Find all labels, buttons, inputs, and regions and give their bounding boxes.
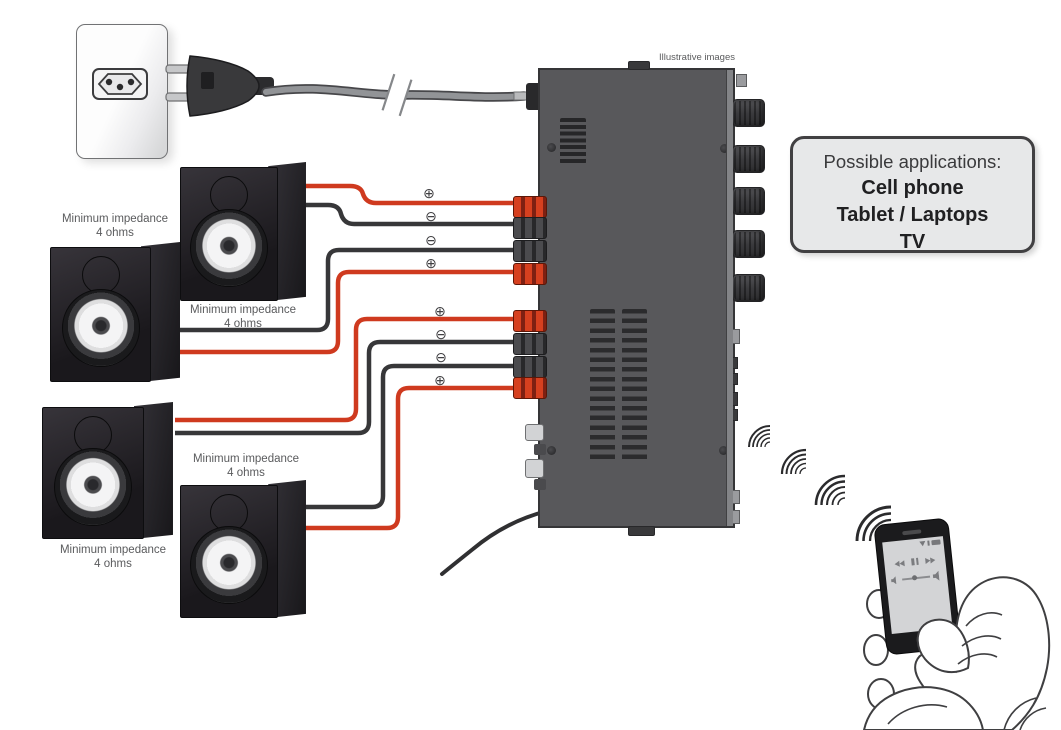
antenna-wire — [440, 509, 549, 576]
wave-group-2 — [780, 448, 807, 475]
socket-hole — [127, 78, 135, 86]
rca-jack — [525, 459, 544, 478]
speaker-front — [180, 166, 279, 301]
woofer — [61, 289, 140, 368]
speaker-terminal-positive — [513, 263, 547, 285]
finger-crease — [961, 635, 1002, 647]
screw — [547, 446, 556, 455]
wave-group-1 — [748, 425, 771, 448]
amplifier — [513, 61, 765, 536]
wire-positive-3 — [175, 316, 518, 423]
volume-knob — [732, 99, 765, 127]
speaker-front — [180, 484, 279, 618]
possible-applications-box: Possible applications: Cell phone Tablet… — [790, 136, 1035, 253]
speaker-front — [42, 406, 145, 539]
applications-title: Possible applications: — [823, 151, 1002, 172]
polarity-minus-icon: ⊖ — [425, 208, 437, 224]
speaker-center-bottom — [180, 480, 306, 618]
volume-knob — [732, 187, 765, 215]
finger-crease — [957, 653, 998, 665]
screw — [720, 144, 729, 153]
speaker-front — [50, 246, 152, 382]
thumb — [916, 618, 970, 674]
speaker-left-top — [50, 242, 180, 382]
application-item: Cell phone — [861, 177, 964, 199]
illustrative-images-note: Illustrative images — [658, 52, 735, 63]
wire-positive-1 — [303, 183, 518, 206]
wrist-line — [1003, 697, 1037, 730]
socket-hole — [105, 78, 113, 86]
amp-bottom-tab — [628, 526, 655, 536]
vent-grille — [622, 309, 647, 464]
wire-negative-2 — [176, 247, 516, 333]
speaker-terminal-negative — [513, 240, 547, 262]
screw — [547, 143, 556, 152]
woofer — [54, 448, 133, 527]
wall-outlet — [76, 24, 168, 159]
polarity-plus-icon: ⊕ — [434, 303, 446, 319]
socket-hole — [116, 83, 124, 91]
wire-positive-2 — [177, 269, 518, 355]
wire-negative-1 — [303, 202, 516, 227]
speaker-terminal-negative — [513, 333, 547, 355]
speaker-terminal-negative — [513, 217, 547, 239]
woofer — [190, 526, 269, 605]
application-item: TV — [899, 231, 926, 253]
amp-top-tab — [628, 61, 650, 70]
polarity-minus-icon: ⊖ — [425, 232, 437, 248]
finger-crease — [965, 612, 1003, 627]
polarity-minus-icon: ⊖ — [435, 349, 447, 365]
cable-break-icon — [381, 73, 413, 117]
vent-grille — [560, 118, 586, 164]
side-tab — [736, 74, 747, 87]
wrist-line — [1019, 707, 1047, 730]
speaker-terminal-positive — [513, 310, 547, 332]
wire-negative-3 — [175, 339, 516, 436]
speaker-left-bottom — [42, 402, 173, 539]
outlet-socket — [92, 68, 148, 100]
finger-crease — [887, 704, 948, 725]
speaker-center-top — [180, 162, 306, 301]
plug-detail — [201, 72, 214, 89]
wire-positive-4 — [302, 385, 518, 531]
vent-grille — [590, 309, 615, 464]
rca-jack — [525, 424, 544, 441]
polarity-plus-icon: ⊕ — [434, 372, 446, 388]
woofer — [190, 208, 269, 287]
speaker-terminal-positive — [513, 377, 547, 399]
polarity-plus-icon: ⊕ — [423, 185, 435, 201]
jack-nub — [534, 479, 546, 490]
polarity-plus-icon: ⊕ — [425, 255, 437, 271]
application-item: Tablet / Laptops — [836, 204, 989, 226]
volume-knob — [732, 230, 765, 258]
polarity-minus-icon: ⊖ — [435, 326, 447, 342]
screw — [719, 446, 728, 455]
wire-negative-4 — [304, 363, 516, 510]
jack-nub — [534, 444, 546, 455]
volume-knob — [732, 274, 765, 302]
power-plug — [186, 55, 260, 117]
wave-group-3 — [814, 474, 846, 506]
